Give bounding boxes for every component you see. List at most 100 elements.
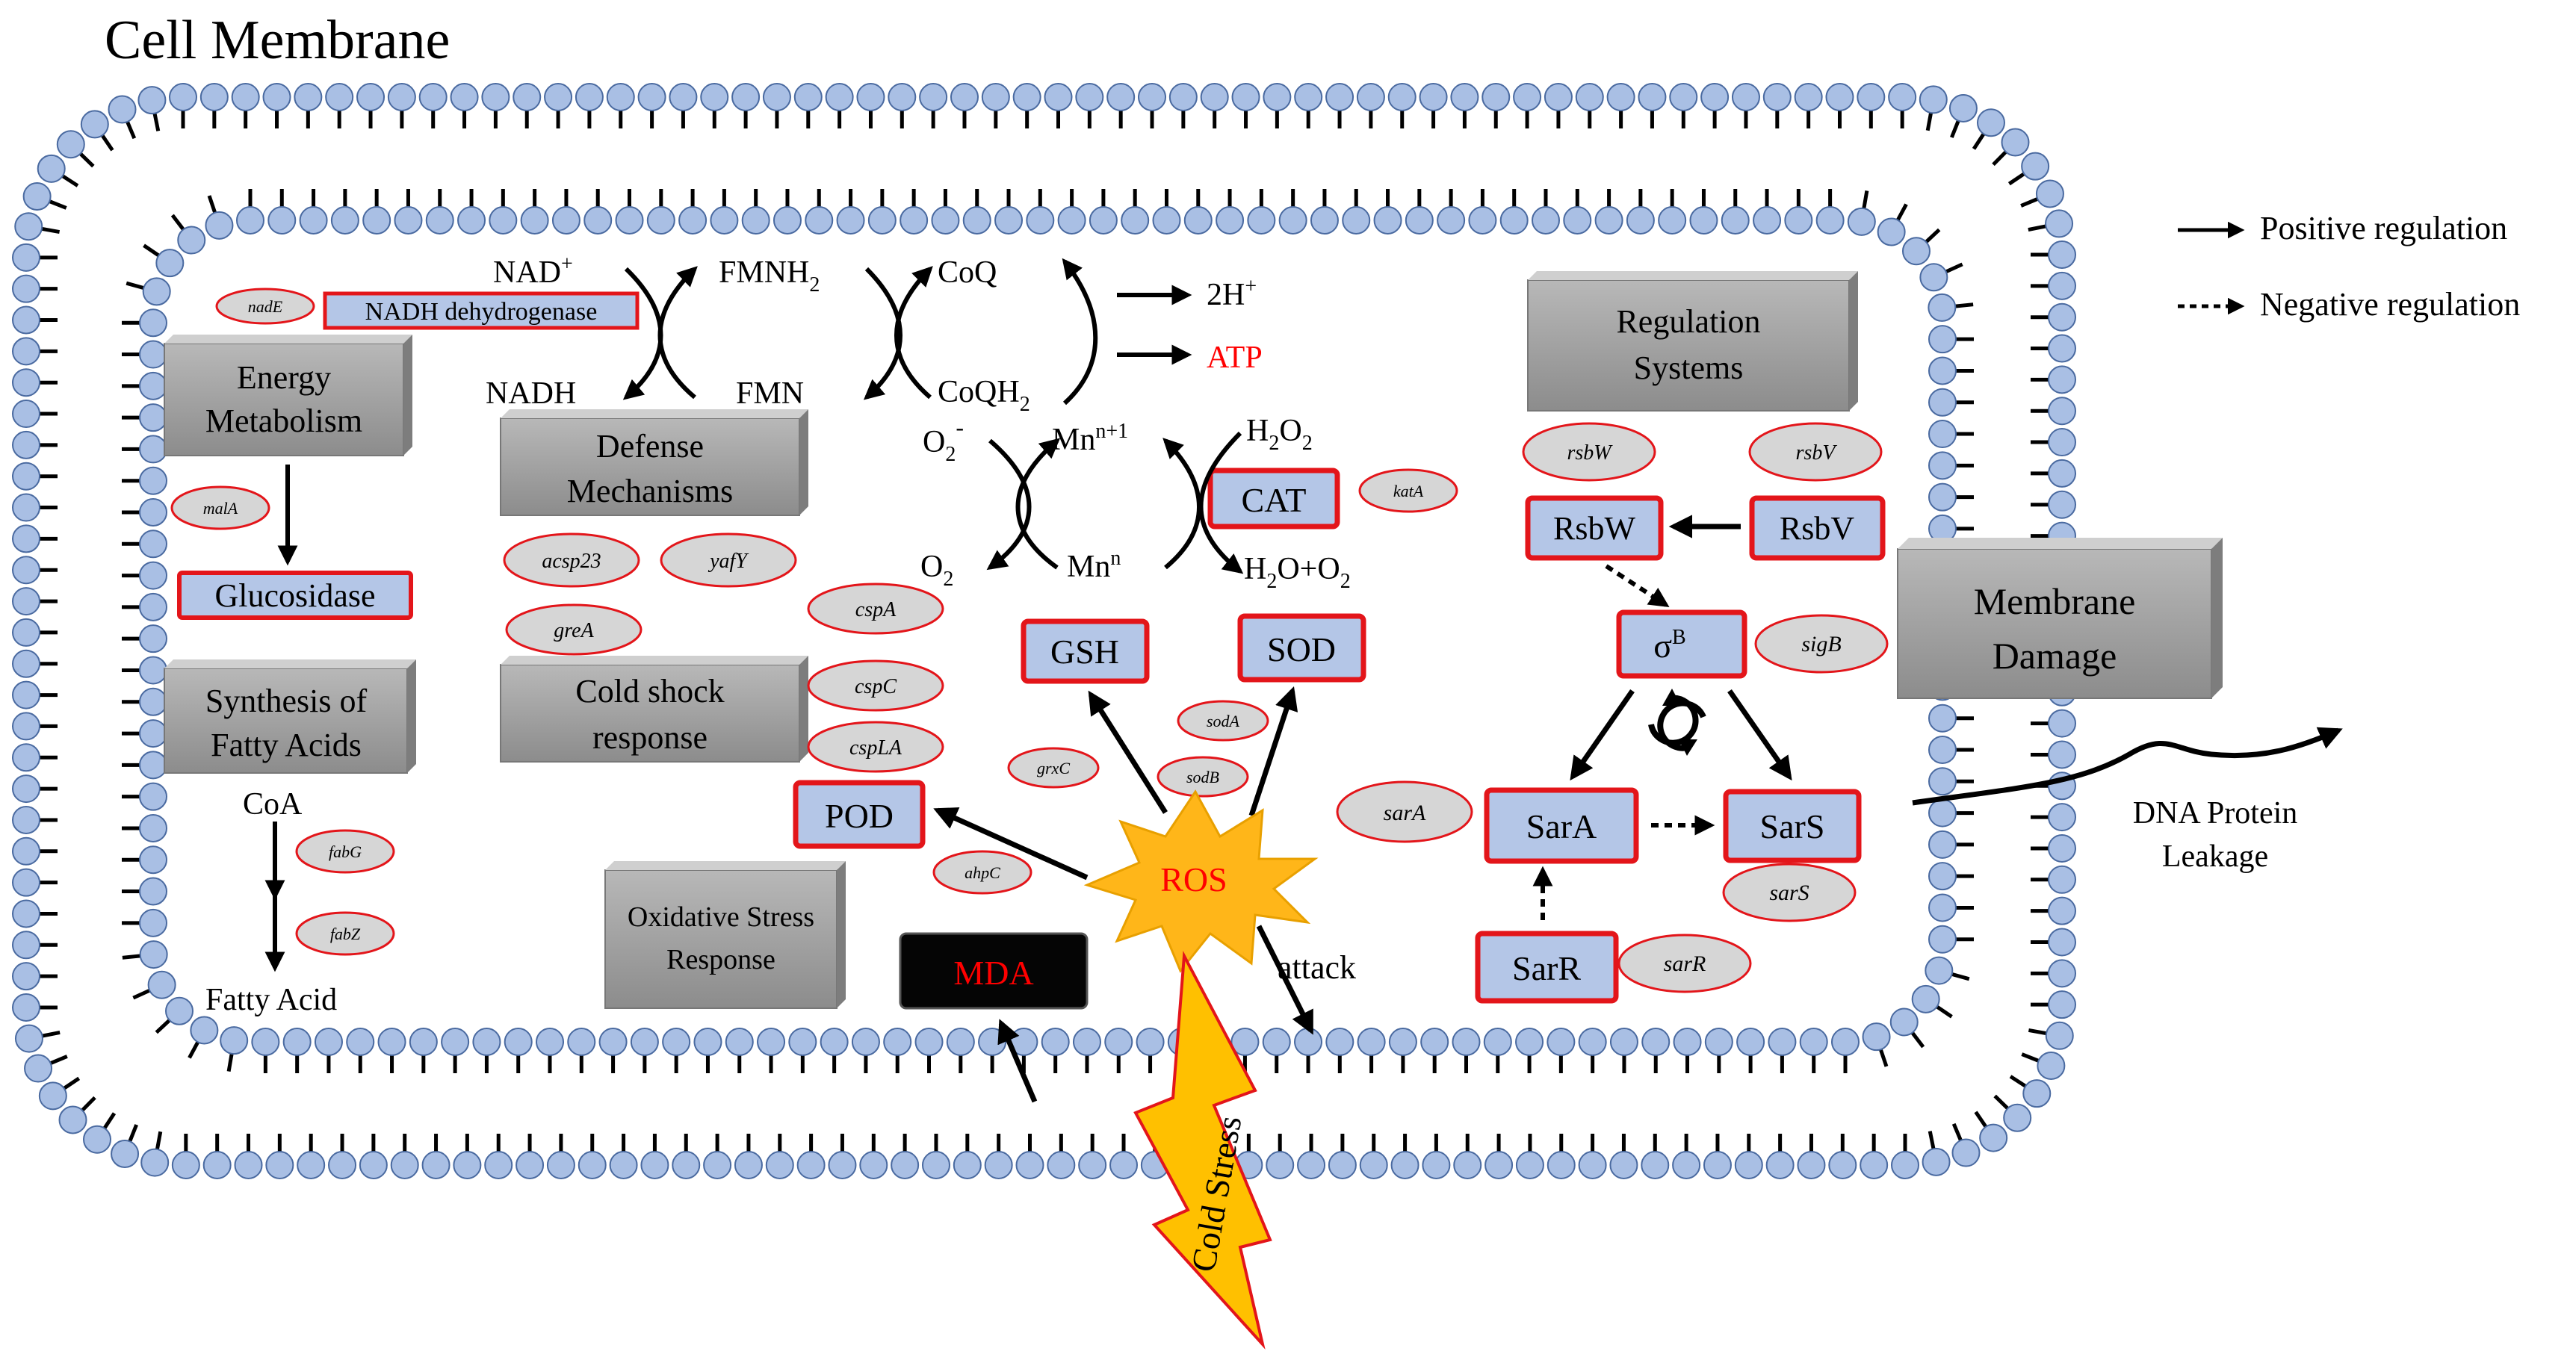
lipid-head (825, 83, 854, 111)
lipid-head (139, 340, 167, 369)
lipid-head (2048, 428, 2076, 457)
lipid-head (575, 83, 604, 111)
o2-text: O (920, 550, 943, 584)
lipid-head (1057, 206, 1086, 235)
category-defense-mechanisms: Defense Mechanisms (500, 409, 808, 516)
lipid-head (513, 83, 542, 111)
lipid-head (111, 1140, 140, 1169)
lipid-head (919, 83, 948, 111)
lipid-head (1041, 1028, 1070, 1056)
lipid-head (546, 1151, 575, 1179)
lipid-head (1700, 83, 1730, 111)
h2o-h: H (1244, 552, 1266, 586)
lipid-head (1831, 1028, 1860, 1056)
lipid-head (606, 83, 635, 111)
lipid-head (457, 206, 486, 235)
lipid-head (1515, 1028, 1544, 1056)
lipid-head (12, 430, 40, 459)
lipid-head (1152, 206, 1181, 235)
lipid-head (693, 1028, 722, 1056)
h2o2-2a: 2 (1269, 432, 1279, 455)
lipid-head (1483, 1028, 1512, 1056)
lipid-head (1278, 206, 1307, 235)
protein-gsh: GSH (1021, 618, 1150, 684)
lipid-head (859, 1151, 888, 1179)
sigma-b-label: σB (1653, 626, 1685, 665)
nad-plus-sup: + (561, 252, 573, 276)
lipid-head (1544, 83, 1573, 111)
lipid-head (282, 1028, 312, 1056)
lipid-head (1468, 206, 1497, 235)
mn-n-sup: n (1110, 547, 1121, 570)
loop-icon (1648, 689, 1706, 756)
leakage-label: Leakage (2162, 839, 2268, 874)
lipid-head (1515, 1151, 1544, 1179)
lipid-head (796, 1151, 826, 1179)
protein-sara: SarA (1484, 787, 1639, 864)
gene-cspA: cspA (807, 583, 944, 635)
lipid-head (139, 530, 167, 559)
lipid-head (1310, 206, 1339, 235)
lipid-head (325, 83, 354, 111)
curve-mn-2 (1015, 438, 1061, 570)
lipid-head (1266, 1151, 1295, 1179)
lipid-head (1862, 1022, 1891, 1052)
mn-n1-text: Mn (1052, 423, 1095, 457)
lipid-head (1168, 83, 1198, 111)
coa-label: CoA (243, 787, 303, 822)
lipid-head (421, 1151, 451, 1179)
energy-label-2: Metabolism (205, 403, 362, 439)
protein-sarr: SarR (1475, 931, 1619, 1004)
lipid-head (1948, 93, 1978, 122)
lipid-head (1373, 206, 1402, 235)
gene-sigB: sigB (1754, 614, 1889, 674)
lipid-head (551, 206, 580, 235)
membrane-damage-label-2: Damage (1993, 635, 2117, 677)
lipid-head (234, 1151, 263, 1179)
regulation-label-1: Regulation (1616, 303, 1760, 340)
gene-malA: malA (170, 485, 270, 530)
curve-coq (1062, 258, 1098, 406)
lipid-head (1388, 1028, 1417, 1056)
gene-fabG: fabG (295, 829, 395, 874)
lipid-head (891, 1151, 920, 1179)
gene-acsp23: acsp23 (503, 532, 640, 588)
lipid-head (710, 206, 739, 235)
lipid-head (1594, 206, 1623, 235)
lipid-head (1825, 83, 1854, 111)
lipid-head (856, 83, 885, 111)
gene-rsbV: rsbV (1748, 422, 1883, 482)
lipid-head (139, 940, 168, 969)
lipid-head (139, 308, 167, 338)
lipid-head (1928, 830, 1957, 859)
lipid-head (741, 206, 770, 235)
lipid-head (962, 206, 991, 235)
gene-fabG-label: fabG (329, 842, 362, 861)
lipid-head (139, 908, 167, 937)
lipid-head (950, 83, 979, 111)
cold-shock-label-2: response (592, 719, 708, 756)
lipid-head (1901, 237, 1931, 266)
arrow-sigb-to-sars (1727, 689, 1792, 781)
fatty-label-1: Synthesis of (205, 683, 368, 719)
lipid-head (453, 1151, 482, 1179)
lipid-head (199, 83, 229, 111)
lipid-head (441, 1028, 470, 1056)
coqh2-label: CoQH2 (938, 375, 1030, 416)
lipid-head (1753, 206, 1782, 235)
two-h-text: 2H (1207, 278, 1245, 312)
lipid-head (83, 1125, 112, 1154)
lipid-head (1721, 206, 1750, 235)
regulation-label-2: Systems (1634, 350, 1744, 386)
lipid-head (978, 1028, 1007, 1056)
lipid-head (1200, 83, 1229, 111)
lipid-head (1889, 1007, 1919, 1037)
lipid-head (765, 1151, 794, 1179)
lipid-head (1797, 1151, 1826, 1179)
category-energy-metabolism: Energy Metabolism (164, 335, 412, 456)
pod-label: POD (825, 797, 894, 835)
lipid-head (1877, 217, 1906, 246)
lipid-head (1075, 83, 1104, 111)
arrow-ros-attack (1256, 925, 1314, 1035)
